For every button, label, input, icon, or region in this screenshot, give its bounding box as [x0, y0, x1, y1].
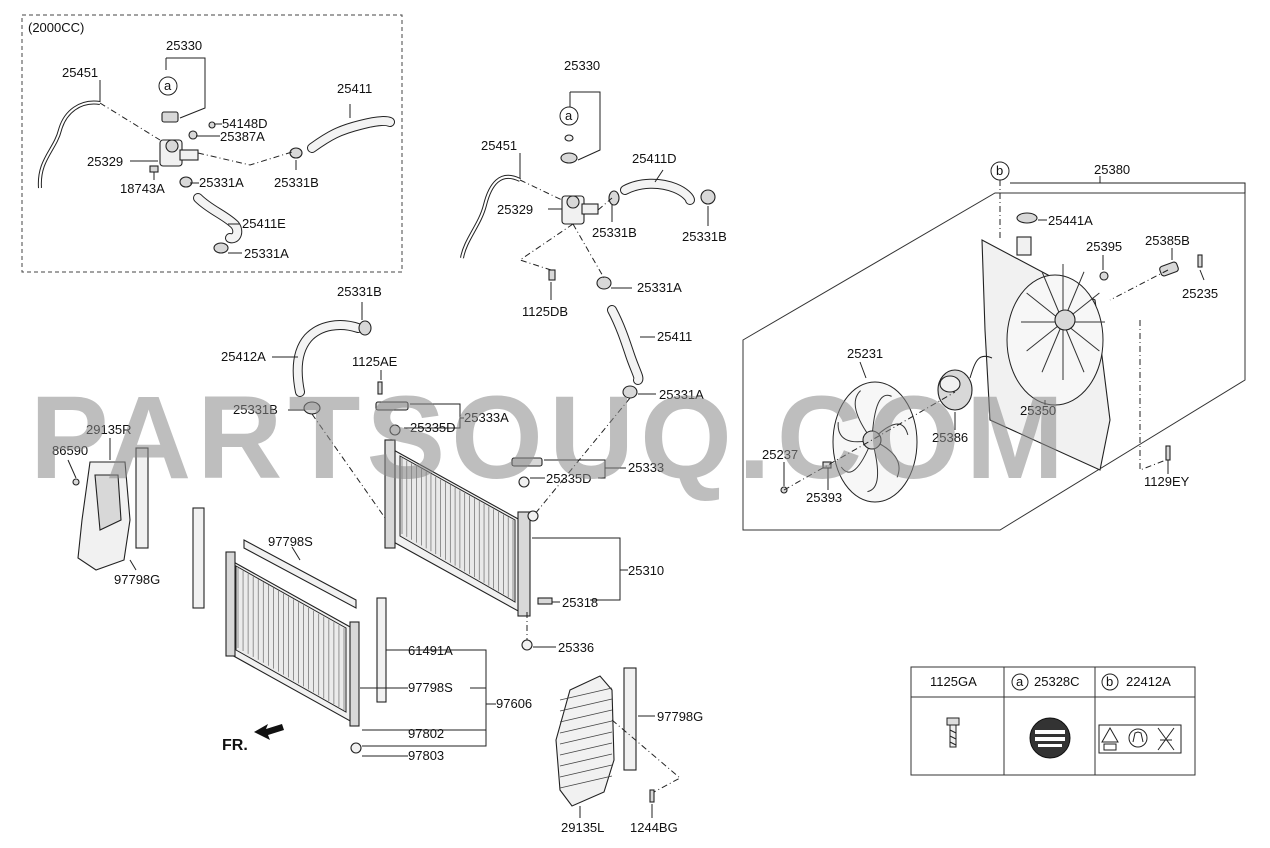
fan-assembly-25380: b 25380 2	[742, 161, 1246, 531]
callout-a-main-letter: a	[565, 108, 573, 123]
label-25333a: 25333A	[464, 410, 509, 425]
air-guard-right: 29135R 86590 97798G	[52, 422, 160, 587]
label-25331b-top: 25331B	[337, 284, 382, 299]
label-97798g-b: 97798G	[657, 709, 703, 724]
label-25411-inset: 25411	[337, 81, 372, 96]
inset-title: (2000CC)	[28, 20, 84, 35]
label-18743a: 18743A	[120, 181, 165, 196]
arrow-left-icon	[254, 724, 284, 740]
label-25330: 25330	[564, 58, 600, 73]
label-25336: 25336	[558, 640, 594, 655]
label-25331a-a: 25331A	[637, 280, 682, 295]
label-97798s-b: 97798S	[408, 680, 453, 695]
air-guard-left: 97798G 29135L 1244BG	[555, 667, 703, 835]
label-1125db: 1125DB	[522, 304, 568, 319]
label-25395: 25395	[1086, 239, 1122, 254]
legend-25328c: 25328C	[1034, 674, 1080, 689]
label-25411e: 25411E	[242, 216, 286, 231]
callout-a-inset	[158, 76, 178, 96]
label-25237: 25237	[762, 447, 798, 462]
bolt-icon	[946, 717, 960, 748]
legend-22412a: 22412A	[1126, 674, 1171, 689]
label-1129ey: 1129EY	[1144, 474, 1190, 489]
label-25412a: 25412A	[221, 349, 266, 364]
label-25451-inset: 25451	[62, 65, 98, 80]
label-97803: 97803	[408, 748, 444, 763]
label-25330-inset: 25330	[166, 38, 202, 53]
label-25380: 25380	[1094, 162, 1130, 177]
callout-a-inset-letter: a	[164, 78, 172, 93]
label-25331a-inset-1: 25331A	[199, 175, 244, 190]
label-25331a-b: 25331A	[659, 387, 704, 402]
radiator-25310: 25310 25318 25336	[384, 439, 664, 655]
callout-a-main	[559, 106, 579, 126]
label-25451: 25451	[481, 138, 517, 153]
warning-seal-icon	[1029, 717, 1071, 759]
label-97802: 97802	[408, 726, 444, 741]
caution-label-icon	[1098, 724, 1182, 754]
label-25385b: 25385B	[1145, 233, 1190, 248]
label-25411: 25411	[657, 329, 692, 344]
coolant-housing-group: a 25330 25451 25411D 25329 25331B 25331B…	[460, 58, 727, 385]
label-25310: 25310	[628, 563, 664, 578]
label-97798g-a: 97798G	[114, 572, 160, 587]
label-25387a: 25387A	[220, 129, 265, 144]
label-25411d: 25411D	[632, 151, 677, 166]
label-25333: 25333	[628, 460, 664, 475]
label-54148d: 54148D	[222, 116, 268, 131]
callout-b-letter: b	[996, 163, 1003, 178]
label-25441a: 25441A	[1048, 213, 1093, 228]
label-1244bg: 1244BG	[630, 820, 678, 835]
label-86590: 86590	[52, 443, 88, 458]
label-25350: 25350	[1020, 403, 1056, 418]
label-61491a: 61491A	[408, 643, 453, 658]
label-25386: 25386	[932, 430, 968, 445]
front-direction-marker: FR.	[222, 724, 284, 754]
front-label: FR.	[222, 737, 248, 754]
legend-1125ga: 1125GA	[930, 674, 977, 689]
label-25318: 25318	[562, 595, 598, 610]
condenser-97606: 97798S 61491A 97798S 97606 97802 97803	[192, 507, 532, 763]
label-29135l: 29135L	[561, 820, 604, 835]
legend-letter-a: a	[1016, 674, 1024, 689]
label-25231: 25231	[847, 346, 883, 361]
label-25329: 25329	[497, 202, 533, 217]
label-25331b-a: 25331B	[592, 225, 637, 240]
label-25235: 25235	[1182, 286, 1218, 301]
label-25331a-inset-2: 25331A	[244, 246, 289, 261]
label-25335d-b: 25335D	[546, 471, 592, 486]
label-25335d-a: 25335D	[410, 420, 456, 435]
inset-2000cc: (2000CC) a	[21, 14, 403, 273]
label-25329-inset: 25329	[87, 154, 123, 169]
label-25393: 25393	[806, 490, 842, 505]
legend-letter-b: b	[1106, 674, 1113, 689]
label-97798s-a: 97798S	[268, 534, 313, 549]
label-1125ae: 1125AE	[352, 354, 398, 369]
legend-table: 1125GA a 25328C b 22412A	[910, 666, 1196, 776]
label-25331b-inset: 25331B	[274, 175, 319, 190]
label-25331b-b: 25331B	[682, 229, 727, 244]
upper-hose-group: 25331B 25412A 1125AE 25331B 25333A 25335…	[221, 284, 704, 526]
label-29135r: 29135R	[86, 422, 132, 437]
label-25331b-mid: 25331B	[233, 402, 278, 417]
watermark: PARTSOUQ.COM	[30, 372, 1070, 504]
label-97606: 97606	[496, 696, 532, 711]
